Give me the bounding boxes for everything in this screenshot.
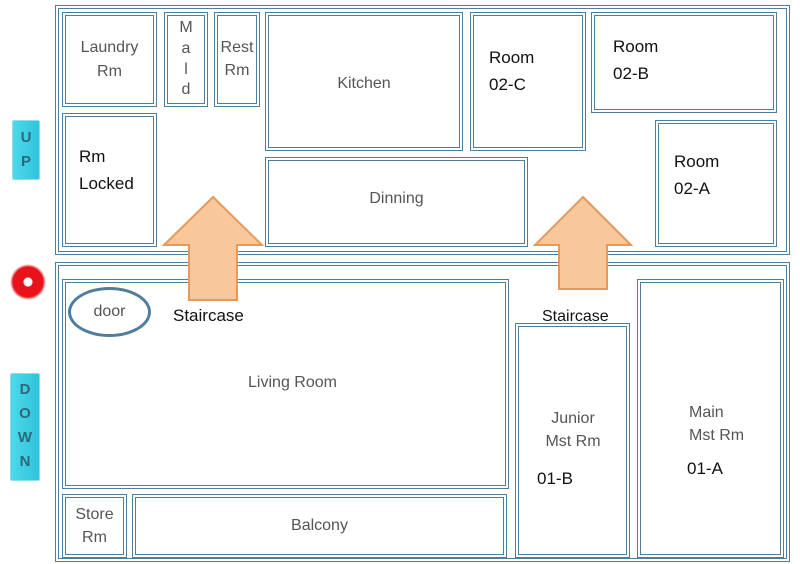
laundry-label: Laundry Rm (80, 39, 139, 80)
maid-letter: M (179, 18, 193, 36)
junior-label-2: Mst Rm (545, 433, 601, 451)
location-marker-icon[interactable] (10, 264, 46, 300)
room-02b-label: Room (613, 37, 659, 56)
room-02c-label: Room (489, 48, 535, 67)
kitchen[interactable]: Kitchen (265, 12, 463, 151)
rm-locked-status: Locked (79, 174, 134, 194)
down-letter: O (19, 405, 31, 422)
room-02c[interactable]: Room 02-C (470, 12, 586, 151)
room-02c-id: 02-C (489, 75, 526, 95)
kitchen-label: Kitchen (337, 75, 391, 92)
dinning[interactable]: Dinning (265, 157, 528, 247)
up-letter: U (20, 129, 32, 146)
main-label: Main (689, 404, 724, 421)
door[interactable]: door (68, 287, 151, 337)
maid-letter: l (184, 60, 188, 78)
lower-floor-frame (55, 262, 790, 562)
room-02a-id: 02-A (674, 179, 710, 199)
laundry-room[interactable]: Laundry Rm (62, 12, 157, 107)
rest-room[interactable]: Rest Rm (214, 12, 260, 107)
staircase-arrow-left (161, 195, 265, 301)
staircase-arrow-right (532, 195, 634, 290)
main-label-2: Mst Rm (689, 427, 745, 445)
store-label: Store Rm (75, 505, 114, 546)
room-02a-label: Room (674, 152, 720, 171)
balcony-label: Balcony (291, 517, 348, 535)
upper-floor-frame (55, 5, 790, 255)
living-room[interactable]: Living Room (62, 279, 509, 489)
store-room[interactable]: Store Rm (62, 494, 127, 558)
living-label: Living Room (248, 374, 337, 392)
down-letter: D (19, 381, 31, 398)
down-letter: W (17, 429, 33, 446)
door-label: door (93, 303, 126, 320)
down-letter: N (19, 453, 31, 470)
maid-letter: d (181, 81, 191, 99)
dinning-label: Dinning (369, 190, 424, 207)
maid-letter: a (181, 39, 191, 57)
junior-label: Junior (551, 410, 595, 427)
balcony[interactable]: Balcony (132, 494, 507, 558)
room-02b[interactable]: Room 02-B (591, 12, 777, 113)
room-02b-id: 02-B (613, 64, 649, 84)
up-letter: P (20, 153, 31, 170)
rest-label: Rest Rm (220, 39, 254, 80)
staircase-left-label: Staircase (173, 306, 244, 325)
rm-locked-label: Rm (79, 147, 106, 166)
junior-id: 01-B (537, 469, 573, 488)
room-02a[interactable]: Room 02-A (655, 120, 777, 247)
main-id: 01-A (687, 459, 723, 478)
staircase-right-label: Staircase (542, 308, 609, 325)
